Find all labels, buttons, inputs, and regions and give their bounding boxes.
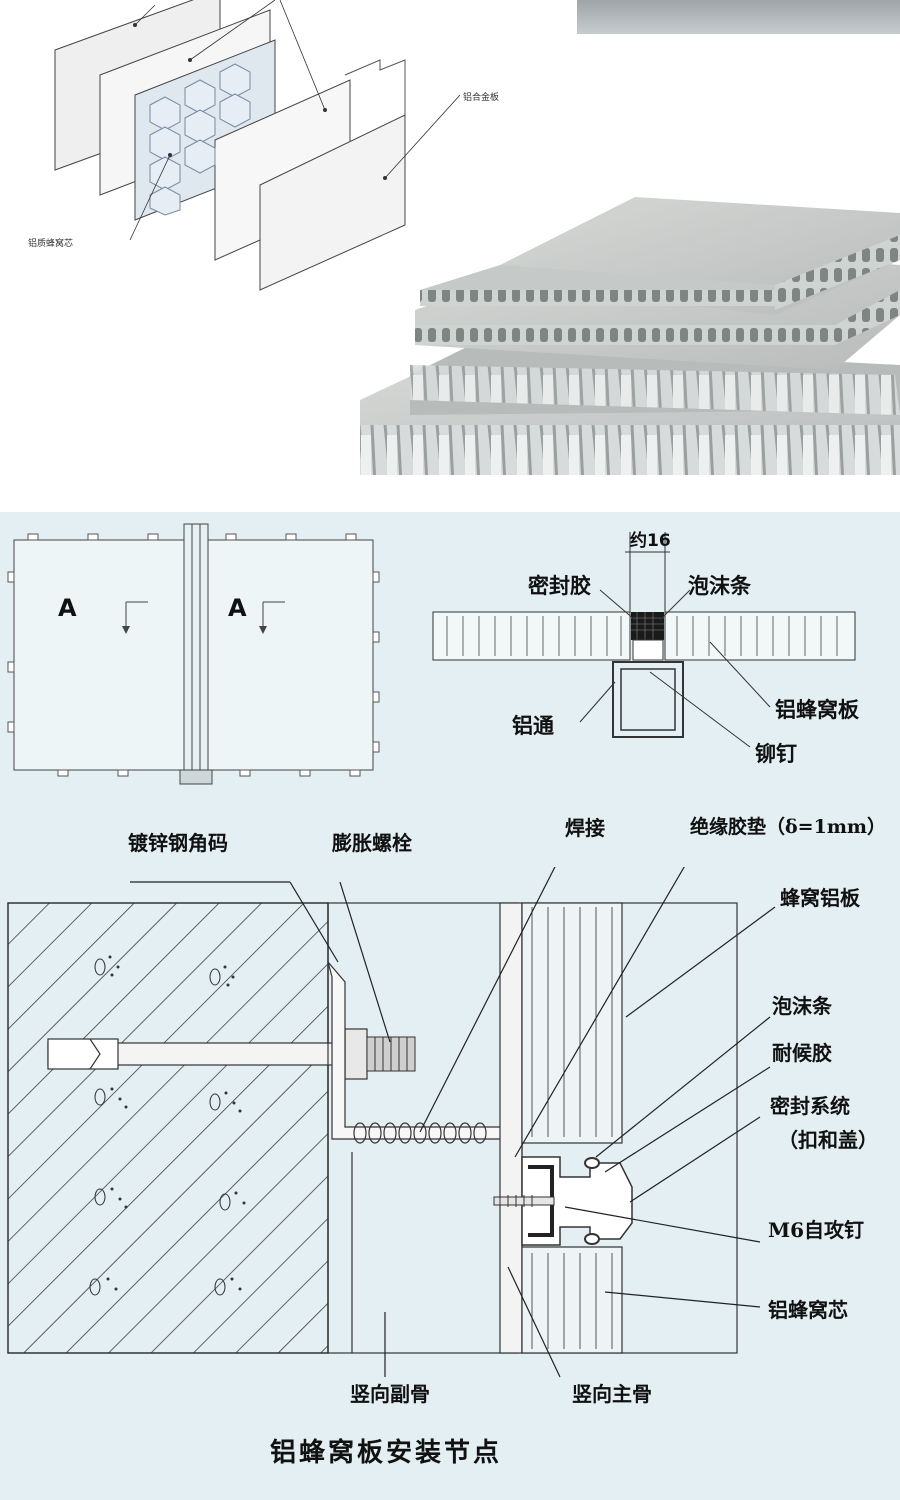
label-weld: 焊接 bbox=[565, 816, 605, 840]
label-main-mullion: 竖向主骨 bbox=[572, 1382, 652, 1406]
label-honeycomb-panel-top: 铝蜂窝板 bbox=[775, 698, 859, 722]
product-illustration-section: 铝合金板 铝质蜂窝芯 bbox=[0, 0, 900, 480]
label-dim-16: 约16 bbox=[630, 531, 671, 551]
plan-mark-right: A bbox=[228, 594, 247, 622]
label-foam-strip: 泡沫条 bbox=[772, 994, 832, 1018]
installation-drawing-section: A A bbox=[0, 512, 900, 1500]
plan-view-drawing bbox=[7, 523, 380, 785]
label-insulation-pad: 绝缘胶垫（δ=1mm） bbox=[690, 816, 887, 838]
label-alu-tube: 铝通 bbox=[512, 714, 554, 738]
label-honeycomb-core: 铝质蜂窝芯 bbox=[28, 239, 74, 249]
label-expansion-bolt: 膨胀螺栓 bbox=[332, 831, 412, 855]
label-weather-sealant: 耐候胶 bbox=[772, 1041, 832, 1065]
stacked-panels-photo bbox=[360, 197, 900, 475]
label-honeycomb-core: 铝蜂窝芯 bbox=[768, 1298, 848, 1322]
label-sealant: 密封胶 bbox=[528, 574, 591, 598]
label-aluminium-plate: 铝合金板 bbox=[463, 93, 500, 103]
label-sub-mullion: 竖向副骨 bbox=[350, 1382, 430, 1406]
label-galvanized-angle: 镀锌钢角码 bbox=[128, 831, 228, 855]
label-seal-system-sub: （扣和盖） bbox=[778, 1128, 878, 1152]
plan-mark-left: A bbox=[58, 594, 77, 622]
joint-section-drawing bbox=[432, 532, 856, 748]
label-honeycomb-alu-panel: 蜂窝铝板 bbox=[780, 886, 860, 910]
label-rivet: 铆钉 bbox=[755, 742, 797, 766]
installation-node-drawing bbox=[7, 867, 776, 1378]
label-m6-screw: M6自攻钉 bbox=[768, 1218, 865, 1242]
drawing-caption: 铝蜂窝板安装节点 bbox=[270, 1438, 503, 1468]
label-foam-strip-top: 泡沫条 bbox=[688, 574, 751, 598]
label-seal-system: 密封系统 bbox=[770, 1094, 850, 1118]
photo-strip bbox=[577, 0, 900, 34]
exploded-panel-diagram bbox=[54, 0, 460, 291]
